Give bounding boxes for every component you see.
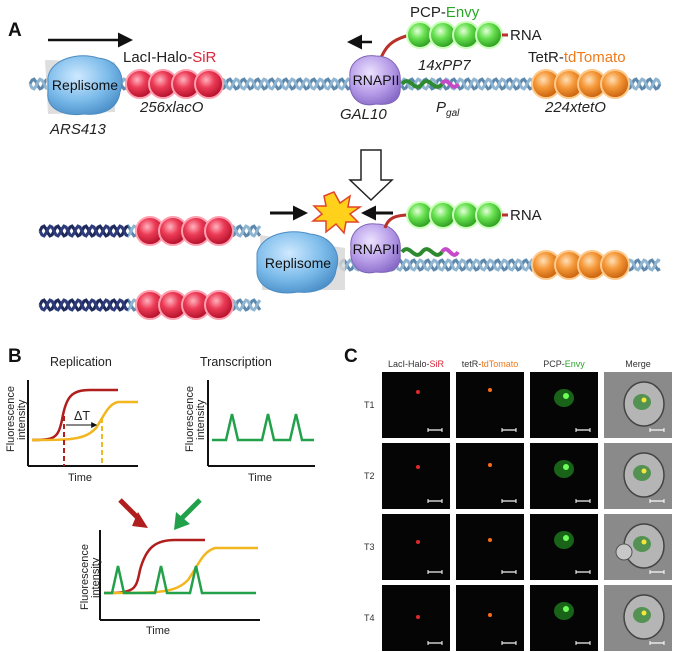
rep-ylabel-2: intensity [16, 399, 28, 440]
transcription-pulses [212, 413, 314, 442]
microscopy-image-cell [382, 585, 450, 651]
microscopy-image-cell [530, 372, 598, 438]
laco-label: 256xlacO [139, 99, 204, 116]
pcp-green-beads-bottom [406, 201, 503, 229]
transcription-title: Transcription [200, 355, 272, 369]
tetr-orange-beads-bottom [531, 250, 630, 280]
tx-ylabel-2: intensity [195, 399, 207, 440]
pgal-helix-segment-bottom [440, 247, 460, 257]
replisome-top-label: Replisome [52, 77, 118, 93]
comb-xlabel: Time [146, 625, 170, 637]
microscopy-image-cell [604, 443, 672, 509]
microscopy-image-cell [382, 443, 450, 509]
teto-label: 224xtetO [544, 99, 606, 116]
rna-strand-top [378, 33, 411, 61]
rnapii-bottom-label: RNAPII [353, 241, 400, 257]
panel-c-column-header: tetR-tdTomato [462, 359, 519, 369]
microscopy-image-cell [382, 514, 450, 580]
rna-label-top: RNA [510, 27, 542, 44]
replication-title: Replication [50, 355, 112, 369]
tetr-tdtomato-label: TetR-tdTomato [528, 49, 626, 66]
panel-b-letter: B [8, 346, 22, 367]
microscopy-image-cell [604, 514, 672, 580]
pcp-envy-label: PCP-Envy [410, 4, 480, 21]
microscopy-image-cell [530, 585, 598, 651]
collision-starburst-icon [310, 191, 363, 235]
microscopy-image-cell [456, 585, 524, 651]
pcp-green-beads-top [406, 21, 503, 49]
panel-c-headers: LacI-Halo-SiR tetR-tdTomato PCP-Envy Merge [388, 359, 651, 369]
laci-red-beads-bottom-lower [135, 290, 234, 320]
panel-c-column-header: PCP-Envy [543, 359, 585, 369]
microscopy-image-cell [530, 514, 598, 580]
replisome-top [47, 55, 123, 116]
laci-red-beads-bottom-upper [135, 216, 234, 246]
rnapii-bottom [350, 223, 401, 274]
panel-c-row-label: T4 [364, 613, 375, 623]
delta-t-label: ΔT [74, 409, 90, 423]
tetr-orange-beads-top [531, 69, 630, 99]
tx-ylabel-1: Fluorescence [184, 386, 196, 452]
combined-plot [99, 530, 260, 621]
rep-xlabel: Time [68, 472, 92, 484]
panel-a-letter: A [8, 20, 22, 41]
microscopy-image-cell [382, 372, 450, 438]
pp7-helix-segment-bottom [400, 247, 444, 257]
microscopy-image-cell [456, 514, 524, 580]
ars413-label: ARS413 [49, 121, 107, 138]
replication-plot: ΔT [27, 380, 138, 467]
rnapii-top-label: RNAPII [353, 72, 400, 88]
gal10-label: GAL10 [340, 106, 387, 123]
rna-label-bottom: RNA [510, 207, 542, 224]
panel-c-row-label: T2 [364, 471, 375, 481]
combine-arrow-red-head [132, 512, 148, 528]
laci-halo-sir-label: LacI-Halo-SiR [123, 49, 217, 66]
panel-c-row-label: T3 [364, 542, 375, 552]
microscopy-image-cell [604, 372, 672, 438]
tx-xlabel: Time [248, 472, 272, 484]
microscopy-image-cell [530, 443, 598, 509]
transition-down-arrow [348, 149, 394, 202]
pgal-label: Pgal [436, 99, 460, 119]
panel-c-column-header: LacI-Halo-SiR [388, 359, 445, 369]
panel-c-column-header: Merge [625, 359, 651, 369]
microscopy-image-cell [456, 372, 524, 438]
microscopy-image-cell [604, 585, 672, 651]
combine-arrow-green-head [174, 512, 190, 530]
comb-ylabel-1: Fluorescence [79, 544, 91, 610]
panel-c-row-label: T1 [364, 400, 375, 410]
laci-red-beads-top [125, 69, 224, 99]
rep-ylabel-1: Fluorescence [5, 386, 17, 452]
microscopy-image-cell [456, 443, 524, 509]
replisome-bottom [256, 231, 339, 294]
rnapii-top [349, 55, 401, 106]
panel-c-letter: C [344, 346, 358, 367]
comb-ylabel-2: intensity [90, 557, 102, 598]
replisome-bottom-label: Replisome [265, 255, 331, 271]
pgal-helix-segment [440, 79, 460, 89]
pp7-helix-segment [400, 79, 444, 89]
replication-curve-yellow [31, 400, 138, 442]
combine-arrow-green [180, 498, 202, 520]
pp7-label: 14xPP7 [418, 57, 471, 74]
transcription-plot [207, 380, 315, 467]
